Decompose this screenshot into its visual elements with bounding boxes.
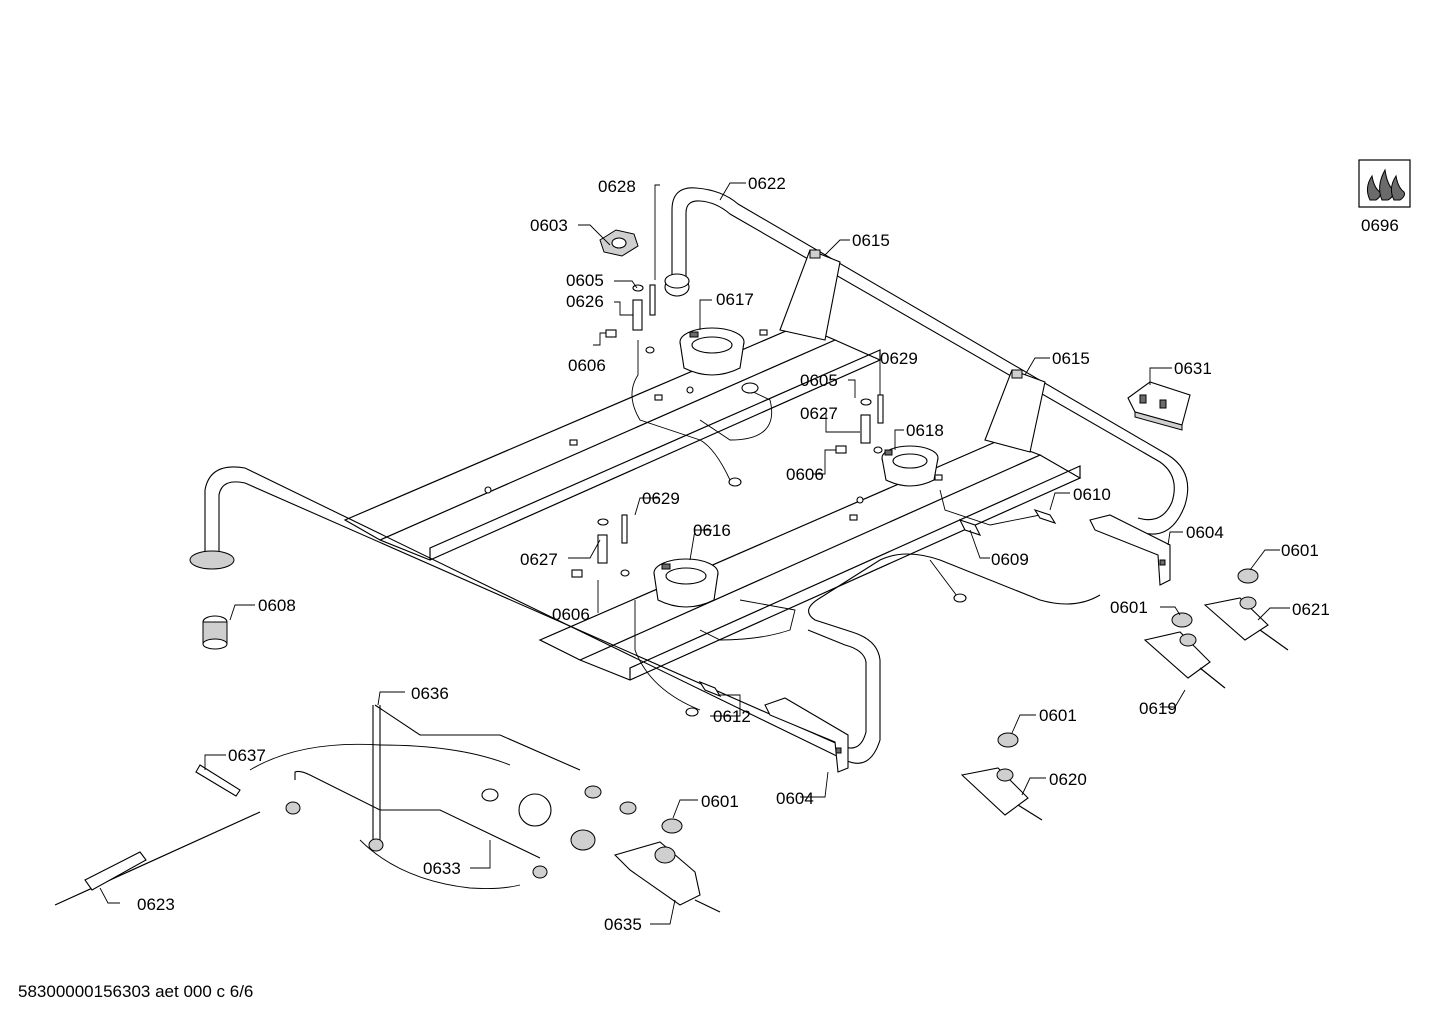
label-0601a: 0601 — [1281, 541, 1319, 560]
label-0604b: 0604 — [776, 789, 814, 808]
part-labels: 0628 0622 0603 0615 0605 0626 0617 0606 … — [137, 174, 1399, 934]
nut-0603 — [599, 229, 639, 257]
label-0622: 0622 — [748, 174, 786, 193]
gas-tap-0621 — [1203, 596, 1289, 651]
label-0637: 0637 — [228, 746, 266, 765]
ignition-electrode-set-3 — [571, 514, 630, 578]
label-0601b: 0601 — [1110, 598, 1148, 617]
ignition-electrode-set-2 — [835, 394, 884, 454]
bracket-0604-left — [764, 697, 849, 773]
label-0605b: 0605 — [800, 371, 838, 390]
label-0627b: 0627 — [520, 550, 558, 569]
label-0606c: 0606 — [552, 605, 590, 624]
burner-support-rails — [343, 249, 1082, 681]
label-0620: 0620 — [1049, 770, 1087, 789]
leader-lines — [99, 182, 1290, 925]
label-0610: 0610 — [1073, 485, 1111, 504]
label-0635: 0635 — [604, 915, 642, 934]
label-0621: 0621 — [1292, 600, 1330, 619]
label-0617: 0617 — [716, 290, 754, 309]
label-0633: 0633 — [423, 859, 461, 878]
label-0627a: 0627 — [800, 404, 838, 423]
label-0629b: 0629 — [642, 489, 680, 508]
flame-symbol-icon — [1358, 159, 1411, 208]
label-0616: 0616 — [693, 521, 731, 540]
gas-tap-0619 — [1143, 631, 1226, 689]
burner-cup-0616 — [653, 558, 719, 608]
thermocouple-wires — [631, 340, 1041, 717]
label-0608: 0608 — [258, 596, 296, 615]
lower-assembly — [54, 704, 721, 913]
burner-cup-0618 — [881, 445, 939, 487]
label-0618: 0618 — [906, 421, 944, 440]
label-0636: 0636 — [411, 684, 449, 703]
label-0609: 0609 — [991, 550, 1029, 569]
fitting-0608 — [202, 615, 228, 650]
label-0631: 0631 — [1174, 359, 1212, 378]
label-0605a: 0605 — [566, 271, 604, 290]
label-0612: 0612 — [713, 707, 751, 726]
label-0626: 0626 — [566, 292, 604, 311]
bracket-0604-right — [1089, 514, 1171, 586]
gas-tap-0620 — [960, 767, 1043, 821]
label-0606a: 0606 — [568, 356, 606, 375]
terminal-block-0631 — [1127, 381, 1191, 431]
connectors — [698, 508, 1057, 698]
nuts-0601 — [661, 568, 1259, 834]
label-0619: 0619 — [1139, 699, 1177, 718]
document-code: 58300000156303 aet 000 c 6/6 — [18, 982, 254, 1001]
burner-cup-0617 — [679, 327, 745, 376]
label-0604a: 0604 — [1186, 523, 1224, 542]
label-0628: 0628 — [598, 177, 636, 196]
gas-pipe-frame — [189, 187, 1189, 764]
label-0601d: 0601 — [701, 792, 739, 811]
label-0615b: 0615 — [1052, 349, 1090, 368]
label-0696: 0696 — [1361, 216, 1399, 235]
label-0603: 0603 — [530, 216, 568, 235]
label-0606b: 0606 — [786, 465, 824, 484]
label-0623: 0623 — [137, 895, 175, 914]
label-0601c: 0601 — [1039, 706, 1077, 725]
ignition-electrode-set-1 — [605, 284, 656, 354]
label-0615a: 0615 — [852, 231, 890, 250]
label-0629a: 0629 — [880, 349, 918, 368]
